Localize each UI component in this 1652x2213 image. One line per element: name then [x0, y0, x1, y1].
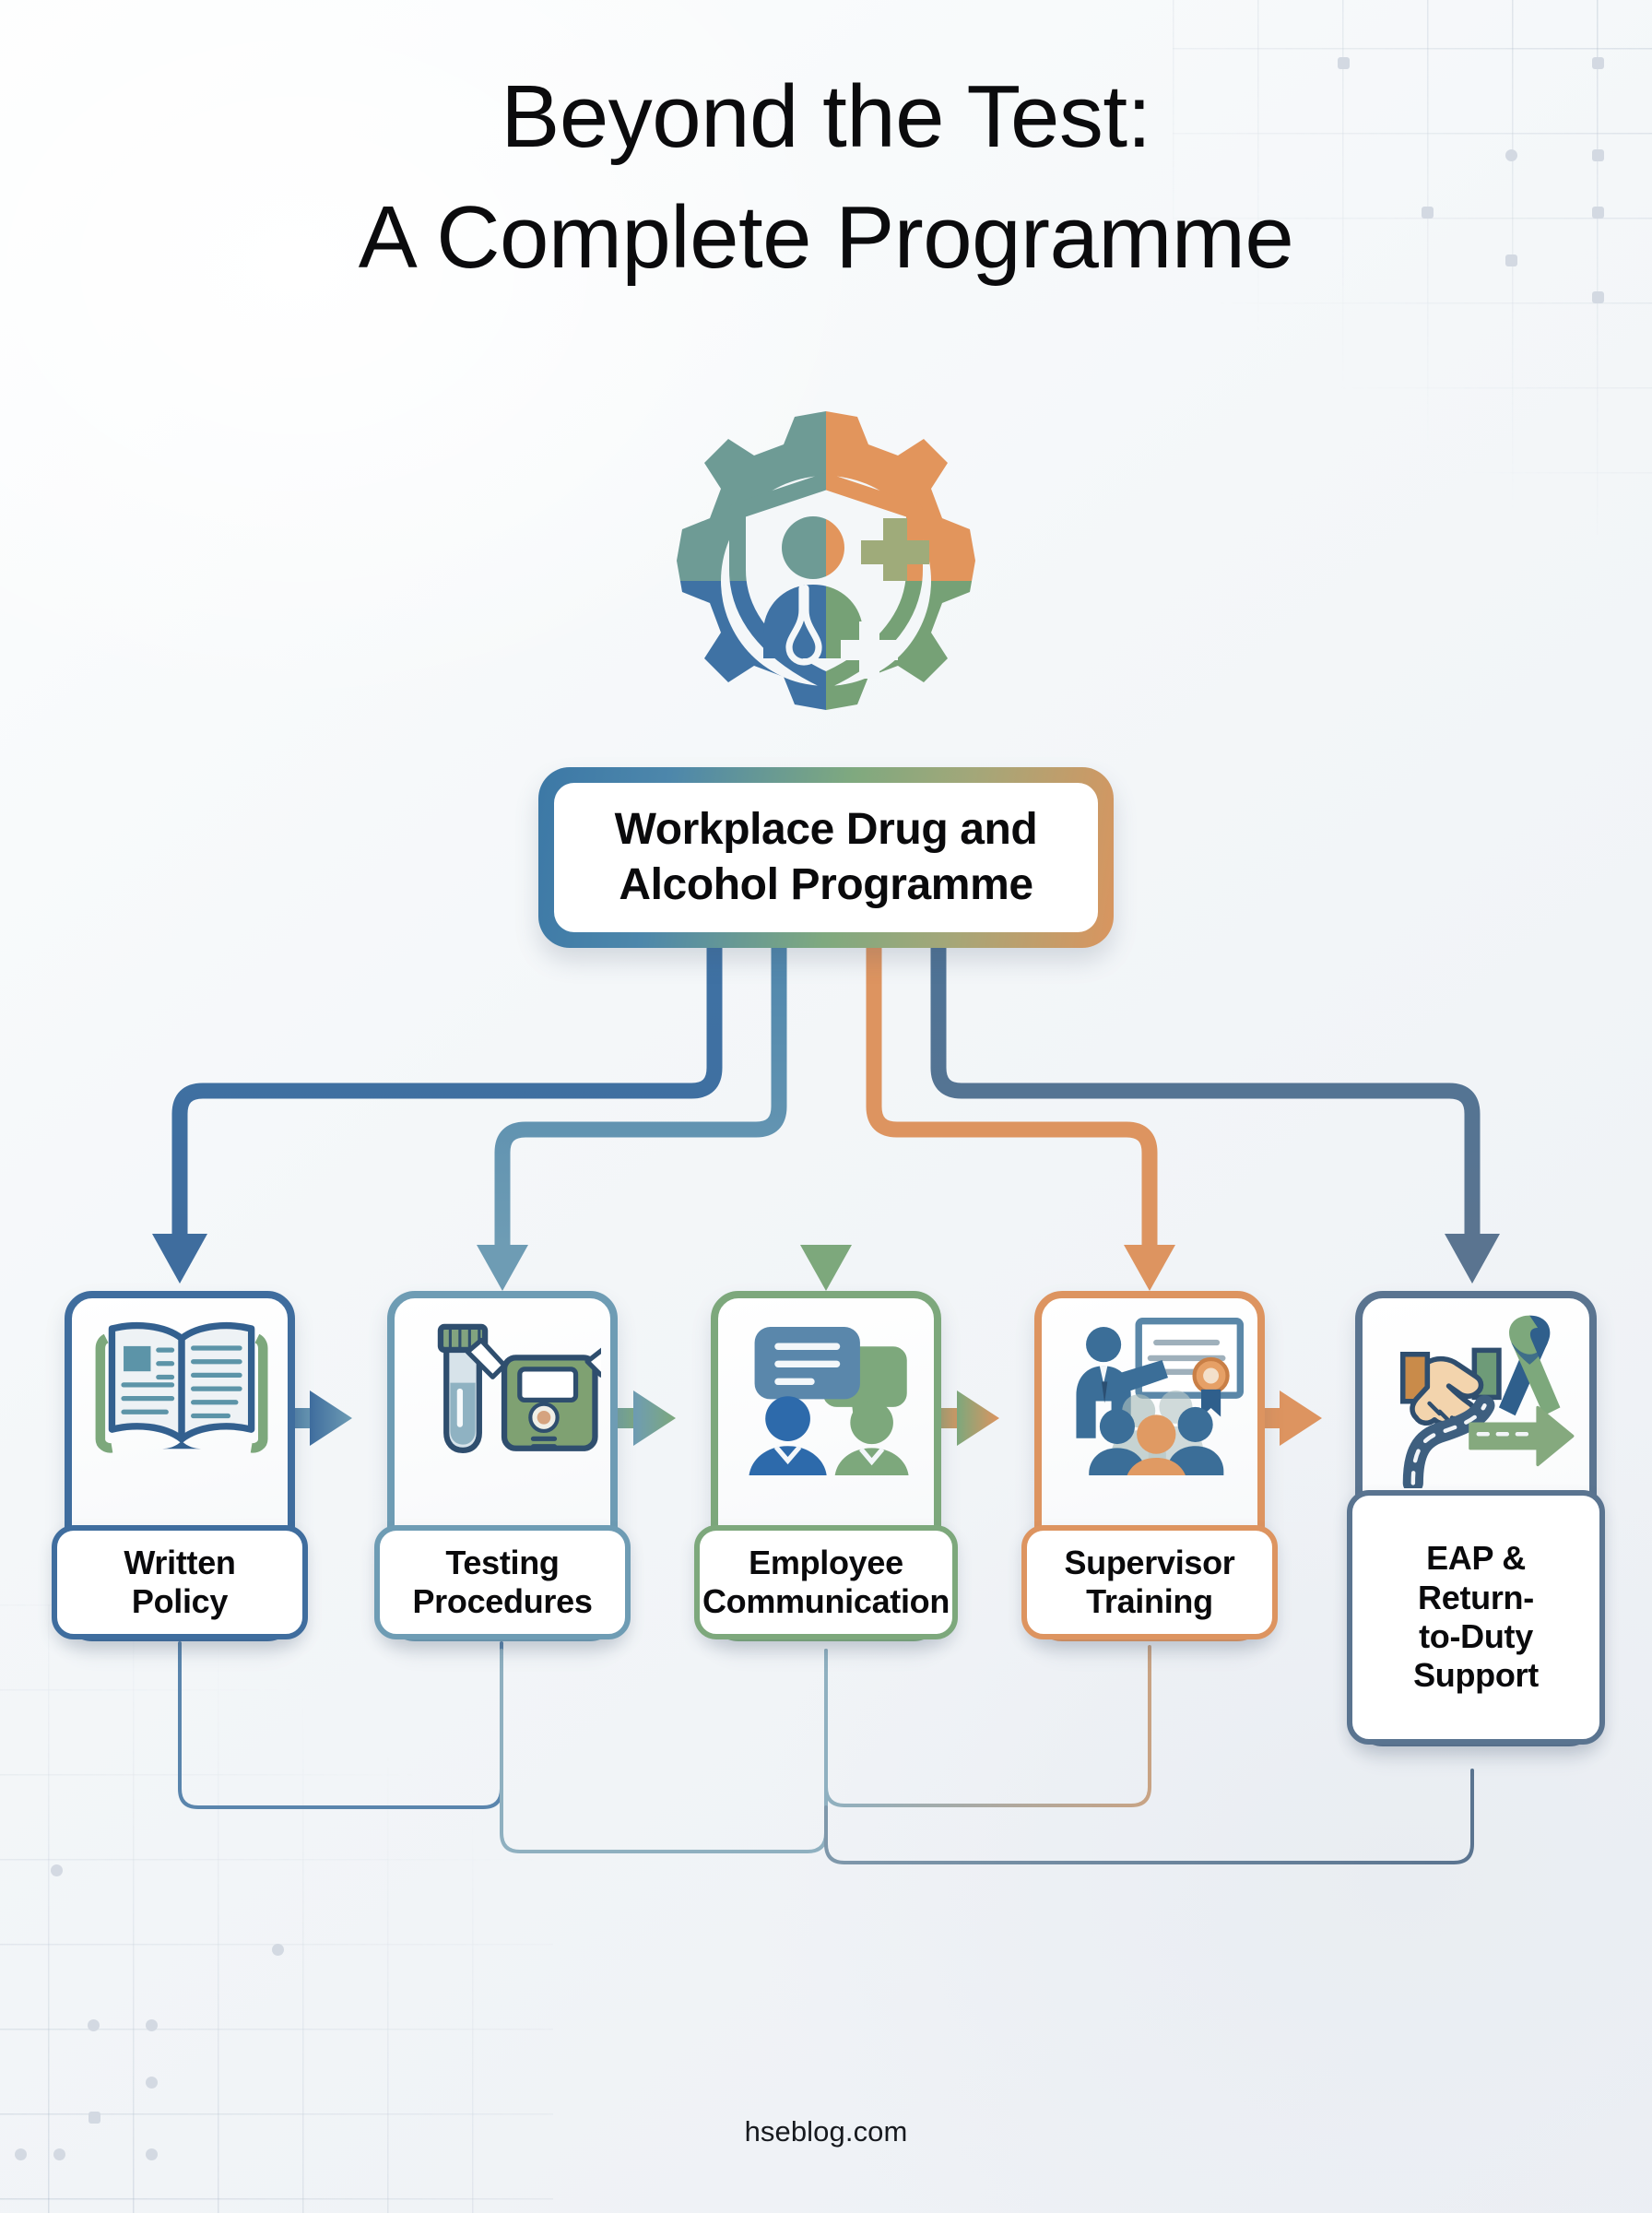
step-label-text: Testing Procedures [412, 1543, 593, 1620]
step-card-written-policy[interactable]: Written Policy [52, 1291, 308, 1641]
step-card-testing-procedures[interactable]: Testing Procedures [374, 1291, 631, 1641]
step-label-text: Written Policy [124, 1543, 236, 1620]
page-title: Beyond the Test: A Complete Programme [358, 67, 1294, 287]
step-label-eap-return-to-duty: EAP & Return- to-Duty Support [1347, 1490, 1605, 1745]
step-label-employee-communication: Employee Communication [694, 1525, 958, 1639]
feedback-loop-testing-communication [500, 1649, 828, 1853]
step-card-employee-communication[interactable]: Employee Communication [694, 1291, 958, 1641]
master-programme-box[interactable]: Workplace Drug and Alcohol Programme [538, 767, 1114, 948]
step-label-text: EAP & Return- to-Duty Support [1413, 1539, 1539, 1695]
open-book-icon [85, 1309, 275, 1469]
grid-node [146, 2148, 158, 2160]
footer-watermark: hseblog.com [744, 2115, 908, 2148]
step-label-supervisor-training: Supervisor Training [1021, 1525, 1278, 1639]
step-label-testing-procedures: Testing Procedures [374, 1525, 631, 1639]
gear-shield-healthcare-emblem [605, 396, 1047, 765]
connector-arrowheads [152, 1234, 1500, 1291]
connector-to-eap-support [930, 942, 1481, 1234]
grid-node [15, 2148, 27, 2160]
feedback-loop-eap-communication [824, 1769, 1474, 1864]
grid-node [146, 2019, 158, 2031]
grid-node [51, 1864, 63, 1876]
connector-to-written-policy [171, 942, 723, 1234]
handshake-ribbon-road-arrow-icon [1376, 1309, 1575, 1494]
master-programme-inner: Workplace Drug and Alcohol Programme [554, 783, 1098, 932]
test-tube-breathalyzer-icon [407, 1309, 620, 1478]
step-card-eap-return-to-duty[interactable]: EAP & Return- to-Duty Support [1347, 1291, 1605, 1746]
feedback-loop-policy-testing [178, 1641, 503, 1809]
step-label-text: Employee Communication [702, 1543, 950, 1620]
connector-to-testing-procedures [494, 942, 787, 1247]
feedback-loop-communication-training [824, 1645, 1151, 1807]
master-programme-label: Workplace Drug and Alcohol Programme [614, 805, 1038, 909]
step-label-text: Supervisor Training [1064, 1543, 1235, 1620]
grid-node [88, 2019, 100, 2031]
grid-node [272, 1944, 284, 1956]
step-label-written-policy: Written Policy [52, 1525, 308, 1639]
connector-to-supervisor-training [866, 942, 1158, 1247]
grid-node [146, 2077, 158, 2089]
presenter-audience-certificate-icon [1055, 1309, 1245, 1497]
people-speech-bubbles-icon [731, 1309, 921, 1496]
step-card-supervisor-training[interactable]: Supervisor Training [1021, 1291, 1278, 1641]
emblem-svg [677, 411, 975, 710]
grid-node [53, 2148, 65, 2160]
